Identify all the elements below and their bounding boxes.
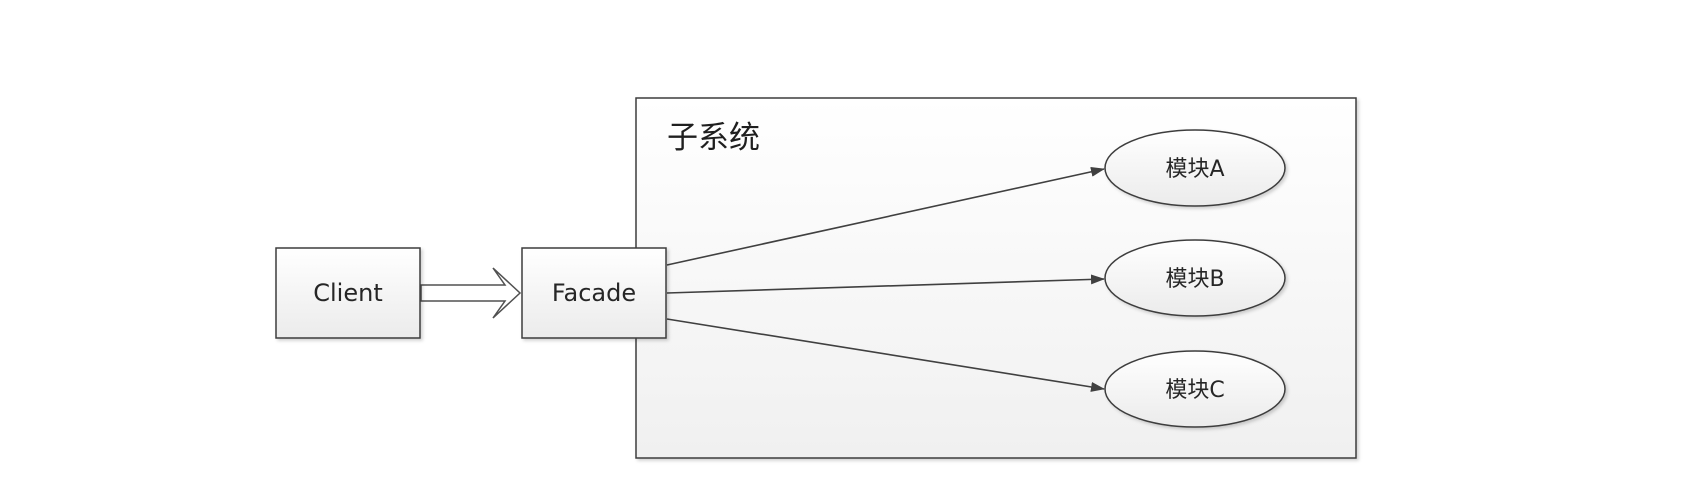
client-to-facade-arrow	[420, 267, 522, 319]
module-b-label: 模块B	[1165, 267, 1224, 292]
module-c-ellipse	[1104, 350, 1286, 428]
client-label: Client	[313, 279, 382, 307]
module-b-ellipse	[1104, 239, 1286, 317]
module-a-label: 模块A	[1165, 157, 1224, 182]
module-c-label: 模块C	[1165, 378, 1224, 403]
arrow-facade-to-module-a	[666, 166, 1105, 266]
facade-box	[521, 247, 667, 339]
facade-label: Facade	[552, 279, 636, 307]
module-a-node: 模块A	[1104, 129, 1286, 207]
module-b-node: 模块B	[1104, 239, 1286, 317]
module-a-ellipse	[1104, 129, 1286, 207]
client-box	[275, 247, 421, 339]
dependency-arrows	[666, 166, 1105, 392]
arrow-facade-to-module-b	[666, 274, 1105, 294]
client-node: Client	[275, 247, 421, 339]
module-c-node: 模块C	[1104, 350, 1286, 428]
arrow-facade-to-module-c	[666, 318, 1105, 392]
subsystem-title: 子系统	[667, 120, 760, 156]
facade-node: Facade	[521, 247, 667, 339]
